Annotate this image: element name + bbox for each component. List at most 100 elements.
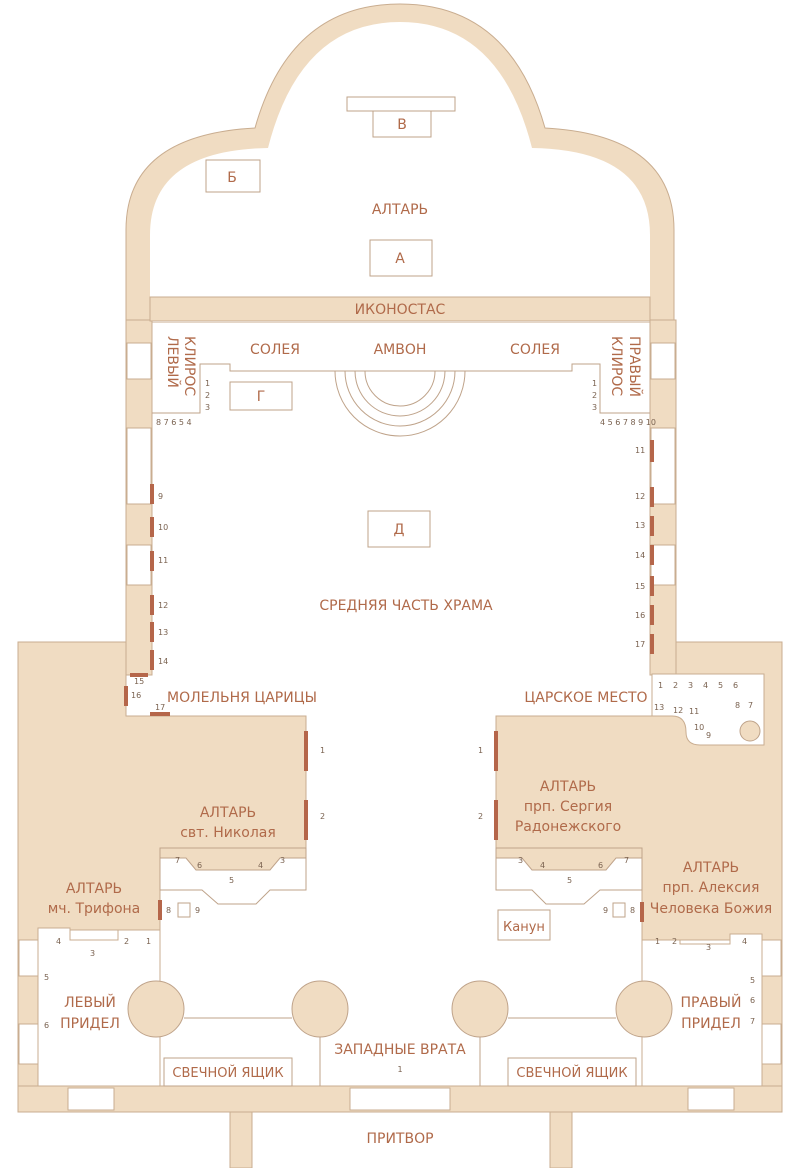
label-right-pridel-1: ПРАВЫЙ <box>681 993 742 1011</box>
label-altar-aleksiy-3: Человека Божия <box>650 901 772 917</box>
svg-text:5: 5 <box>229 876 234 885</box>
label-point-v: В <box>397 117 407 133</box>
point-g <box>229 381 293 411</box>
svg-text:10: 10 <box>694 723 704 732</box>
candle-box-right <box>507 1057 637 1087</box>
label-altar-sergiy-1: АЛТАРЬ <box>540 779 596 795</box>
numbers-right-wall: 11 12 13 14 15 16 17 <box>635 446 645 649</box>
svg-text:15: 15 <box>635 582 645 591</box>
svg-text:4: 4 <box>56 937 61 946</box>
svg-text:5: 5 <box>44 973 49 982</box>
candle-box-left <box>163 1057 293 1087</box>
svg-text:3: 3 <box>706 943 711 952</box>
columns <box>127 980 673 1086</box>
svg-text:1: 1 <box>592 379 597 388</box>
point-d <box>367 510 431 548</box>
tsar-place-area <box>651 673 765 746</box>
numbers-left-pridel: 4 3 2 1 5 6 <box>44 937 151 1030</box>
svg-text:3: 3 <box>280 856 285 865</box>
label-right-pridel-2: ПРИДЕЛ <box>681 1016 741 1032</box>
svg-text:13: 13 <box>635 521 645 530</box>
svg-text:1: 1 <box>655 937 660 946</box>
svg-text:4: 4 <box>540 861 545 870</box>
svg-text:9: 9 <box>158 492 163 501</box>
label-ambon: АМВОН <box>374 342 427 358</box>
svg-text:3: 3 <box>592 403 597 412</box>
svg-text:4: 4 <box>258 861 263 870</box>
svg-text:1: 1 <box>478 746 483 755</box>
label-altar-aleksiy-2: прп. Алексия <box>663 880 760 896</box>
label-left-kliros-2: КЛИРОС <box>181 336 197 396</box>
icon-markers-left <box>124 484 308 920</box>
label-tsar-place: ЦАРСКОЕ МЕСТО <box>524 690 647 706</box>
svg-text:13: 13 <box>654 703 664 712</box>
label-altar-aleksiy-1: АЛТАРЬ <box>683 860 739 876</box>
numbers-left-kliros: 1 2 3 8 7 6 5 4 <box>156 379 210 427</box>
svg-text:17: 17 <box>635 640 645 649</box>
numbers-nikolay: 1 2 7 6 4 3 5 8 9 <box>166 746 325 915</box>
svg-text:2: 2 <box>592 391 597 400</box>
label-iconostas: ИКОНОСТАС <box>355 302 446 318</box>
soleya-line <box>152 363 650 414</box>
label-tsaritsa: МОЛЕЛЬНЯ ЦАРИЦЫ <box>167 690 317 706</box>
svg-text:12: 12 <box>673 706 683 715</box>
altar-floor <box>150 22 650 322</box>
label-pritvor: ПРИТВОР <box>366 1131 433 1147</box>
numbers-left-wall: 9 10 11 12 13 14 15 16 17 <box>131 492 168 712</box>
svg-text:6: 6 <box>750 996 755 1005</box>
label-soleya-right: СОЛЕЯ <box>510 342 560 358</box>
numbers-sergiy: 1 2 3 4 6 7 5 9 8 <box>478 746 635 915</box>
svg-text:7: 7 <box>175 856 180 865</box>
svg-text:14: 14 <box>158 657 168 666</box>
svg-text:9: 9 <box>706 731 711 740</box>
label-altar-trifon-2: мч. Трифона <box>48 901 141 917</box>
svg-text:16: 16 <box>635 611 645 620</box>
svg-text:11: 11 <box>689 707 699 716</box>
svg-text:8 7 6 5 4: 8 7 6 5 4 <box>156 418 192 427</box>
label-altar-nikolay-2: свт. Николая <box>180 825 276 841</box>
svg-text:12: 12 <box>635 492 645 501</box>
svg-text:3: 3 <box>688 681 693 690</box>
label-candle-left: СВЕЧНОЙ ЯЩИК <box>172 1065 283 1081</box>
label-kanun: Канун <box>503 920 545 935</box>
svg-text:4: 4 <box>703 681 708 690</box>
numbers-right-kliros: 1 2 3 4 5 6 7 8 9 10 <box>592 379 656 427</box>
svg-text:7: 7 <box>748 701 753 710</box>
svg-text:2: 2 <box>320 812 325 821</box>
label-west-gates: ЗАПАДНЫЕ ВРАТА <box>334 1042 466 1058</box>
label-altar-trifon-1: АЛТАРЬ <box>66 881 122 897</box>
svg-text:8: 8 <box>630 906 635 915</box>
label-point-b: Б <box>227 170 237 186</box>
svg-text:2: 2 <box>478 812 483 821</box>
label-altar-sergiy-2: прп. Сергия <box>524 799 612 815</box>
svg-text:6: 6 <box>197 861 202 870</box>
svg-text:6: 6 <box>733 681 738 690</box>
svg-text:2: 2 <box>124 937 129 946</box>
svg-text:4: 4 <box>742 937 747 946</box>
svg-text:9: 9 <box>195 906 200 915</box>
iconostas <box>149 296 651 322</box>
kanun-box <box>497 909 551 941</box>
label-left-pridel-2: ПРИДЕЛ <box>60 1016 120 1032</box>
label-left-kliros-1: ЛЕВЫЙ <box>164 336 182 388</box>
label-right-kliros-1: ПРАВЫЙ <box>626 336 644 397</box>
label-west-gates-num: 1 <box>397 1065 402 1074</box>
svg-text:5: 5 <box>750 976 755 985</box>
svg-text:11: 11 <box>635 446 645 455</box>
numbers-tsar-place: 1 2 3 4 5 6 13 12 11 10 9 8 7 <box>654 681 753 740</box>
svg-text:8: 8 <box>735 701 740 710</box>
svg-text:2: 2 <box>672 937 677 946</box>
pritvor-right-wall <box>549 1111 573 1168</box>
svg-text:3: 3 <box>90 949 95 958</box>
pritvor-left-wall <box>229 1111 253 1168</box>
label-soleya-left: СОЛЕЯ <box>250 342 300 358</box>
svg-text:10: 10 <box>158 523 168 532</box>
svg-text:1: 1 <box>658 681 663 690</box>
svg-text:4 5 6 7 8 9 10: 4 5 6 7 8 9 10 <box>600 418 656 427</box>
svg-text:14: 14 <box>635 551 645 560</box>
svg-text:11: 11 <box>158 556 168 565</box>
svg-text:5: 5 <box>567 876 572 885</box>
point-b <box>205 159 261 193</box>
icon-markers-right <box>494 440 654 922</box>
